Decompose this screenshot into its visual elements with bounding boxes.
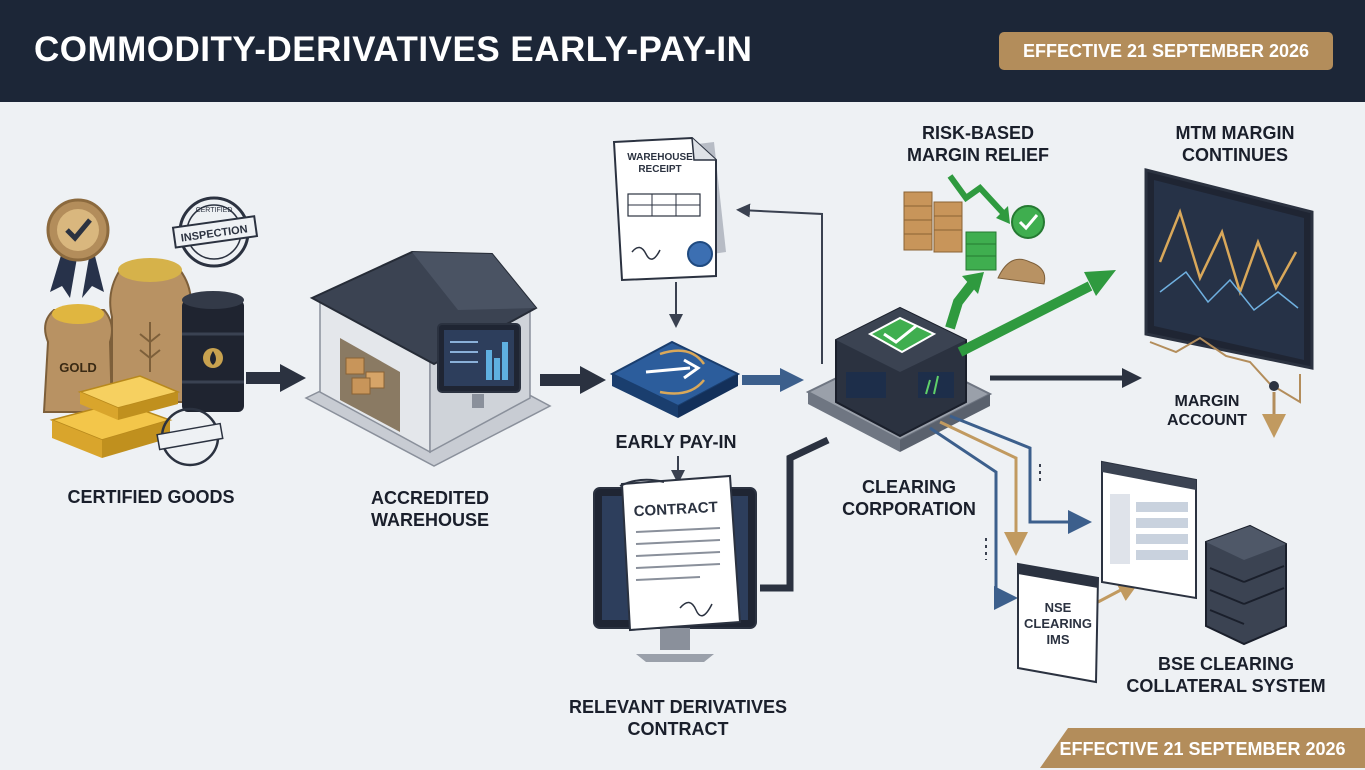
label-bse-collateral-line2: COLLATERAL SYSTEM (1126, 676, 1326, 696)
label-margin-account-line2: ACCOUNT (1167, 412, 1247, 429)
coin-stacks-icon (903, 191, 997, 271)
server-rack-icon (1205, 524, 1287, 646)
header-bar: COMMODITY-DERIVATIVES EARLY-PAY-IN EFFEC… (0, 0, 1365, 102)
contract-document-title: CONTRACT (633, 499, 718, 520)
oil-barrel-icon (182, 291, 244, 412)
inspection-stamp-small-icon (156, 407, 224, 467)
clearing-corporation-icon (805, 306, 993, 452)
gold-sack-label: GOLD (59, 360, 97, 375)
label-risk-margin-relief-line1: RISK-BASED (921, 123, 1034, 143)
warehouse-icon (304, 250, 552, 467)
arrow-clearing-to-bse (949, 414, 1092, 534)
arrow-clearing-to-mtm (957, 281, 1093, 357)
gold-sack-icon: GOLD (42, 304, 114, 413)
inspection-stamp-icon: INSPECTION CERTIFIED (171, 196, 259, 268)
certified-stamp-text: CERTIFIED (196, 207, 233, 214)
margin-trend-line (1149, 336, 1301, 404)
nse-screen-line2: CLEARING (1024, 616, 1092, 631)
early-payin-icon (609, 340, 741, 418)
label-accredited-warehouse-line2: WAREHOUSE (370, 510, 489, 530)
label-mtm-margin-line1: MTM MARGIN (1175, 123, 1295, 143)
nse-clearing-ims-screen: NSE CLEARING IMS (1017, 562, 1100, 684)
label-relevant-contract-line2: CONTRACT (627, 719, 729, 739)
mtm-chart-monitor-icon (1144, 168, 1314, 370)
check-circle-icon (1011, 205, 1045, 239)
effective-date-badge: EFFECTIVE 21 SEPTEMBER 2026 (999, 32, 1333, 70)
warehouse-receipt-icon: WAREHOUSE RECEIPT (612, 136, 726, 282)
effective-date-footer-badge: EFFECTIVE 21 SEPTEMBER 2026 (1040, 728, 1365, 768)
nse-screen-line3: IMS (1046, 632, 1069, 647)
label-risk-margin-relief: RISK-BASED MARGIN RELIEF (888, 122, 1068, 166)
page-title: COMMODITY-DERIVATIVES EARLY-PAY-IN (34, 30, 753, 69)
arrow-clearing-to-margin-account-head (1122, 368, 1142, 388)
arrow-clearing-to-nse-gold (939, 420, 1028, 556)
label-relevant-contract: RELEVANT DERIVATIVES CONTRACT (548, 696, 808, 740)
arrow-clearing-to-mtm-head (1084, 270, 1116, 296)
label-clearing-corporation: CLEARING CORPORATION (824, 476, 994, 520)
arrow-warehouse-to-payin-head (580, 366, 606, 394)
label-clearing-corporation-line2: CORPORATION (842, 499, 976, 519)
label-clearing-corporation-line1: CLEARING (862, 477, 956, 497)
label-margin-account: MARGIN ACCOUNT (1152, 392, 1262, 430)
label-early-pay-in: EARLY PAY-IN (615, 432, 737, 452)
receipt-title-line1: WAREHOUSE (627, 152, 693, 163)
label-certified-goods: CERTIFIED GOODS (67, 487, 235, 507)
label-bse-collateral: BSE CLEARING COLLATERAL SYSTEM (1110, 653, 1342, 697)
receipt-title-line2: RECEIPT (638, 164, 681, 175)
arrow-goods-to-warehouse-head (280, 364, 306, 392)
label-accredited-warehouse: ACCREDITED WAREHOUSE (345, 487, 515, 531)
certified-goods-illustration: INSPECTION CERTIFIED GOLD (42, 196, 259, 467)
nse-screen-line1: NSE (1045, 600, 1072, 615)
arrow-payin-to-clearing-head (780, 368, 804, 392)
arrow-clearing-to-receipt (736, 203, 823, 364)
label-margin-account-line1: MARGIN (1174, 393, 1240, 410)
margin-relief-illustration (903, 174, 1046, 285)
arrow-clearing-to-relief (945, 280, 976, 330)
bse-collateral-window (1101, 460, 1197, 600)
label-risk-margin-relief-line2: MARGIN RELIEF (907, 145, 1049, 165)
arrow-clearing-to-nse-blue (929, 426, 1018, 610)
connector-contract-to-clearing (760, 436, 830, 592)
contract-monitor-icon: CONTRACT (593, 474, 757, 662)
rubble-icon (997, 258, 1046, 285)
flow-diagram: INSPECTION CERTIFIED GOLD (42, 136, 1314, 684)
label-bse-collateral-line1: BSE CLEARING (1157, 654, 1294, 674)
award-medal-icon (46, 198, 110, 298)
arrow-clearing-to-relief-head (962, 272, 984, 294)
label-mtm-margin: MTM MARGIN CONTINUES (1150, 122, 1320, 166)
label-relevant-contract-line1: RELEVANT DERIVATIVES (568, 697, 788, 717)
label-accredited-warehouse-line1: ACCREDITED (370, 488, 489, 508)
label-mtm-margin-line2: CONTINUES (1181, 145, 1288, 165)
down-trend-arrow-icon (947, 174, 1007, 217)
gold-bars-icon (49, 375, 181, 458)
